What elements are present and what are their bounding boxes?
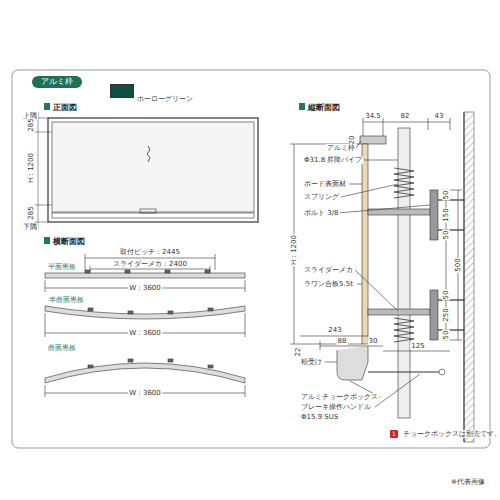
part-label: アルミチョークボックス (300, 393, 379, 401)
section-marker (299, 103, 305, 110)
part-label: Φ15.9 SUS (300, 413, 339, 421)
section-heading: 正面図 (52, 103, 78, 112)
vertical-section (290, 112, 474, 442)
part-label: ブレーキ操作ハンドル (300, 403, 372, 411)
dimension: 82 (400, 112, 411, 120)
frame-header: アルミ枠 (32, 76, 82, 88)
section-marker (44, 237, 50, 244)
dimension: 243 (327, 326, 342, 334)
board-type: 平面黒板 (47, 263, 77, 271)
dimension: H : 1200 (27, 152, 35, 184)
dimension: 50 (442, 330, 450, 341)
legend-text: ホーローグリーン (136, 95, 194, 103)
spring-coil (394, 318, 414, 342)
part-label: Φ31.8 昇降パイプ (303, 156, 363, 164)
front-view (35, 112, 258, 228)
dimension: 34.5 (364, 112, 382, 120)
spring-coil (394, 168, 414, 198)
part-label: スプリング (303, 193, 340, 201)
plan-views (45, 254, 245, 397)
dimension: H : 1200 (290, 234, 298, 266)
dimension-note: 下隅 (22, 223, 38, 231)
part-label: アルミ枠 (326, 144, 356, 152)
footnote: チョークボックスは別売です。 (402, 430, 500, 438)
note-marker: 1 (390, 430, 398, 438)
color-swatch (110, 84, 134, 98)
part-label: スライダーメカ (303, 266, 354, 274)
part-label: 粉受け (300, 358, 323, 366)
node-text: 1 (392, 430, 396, 437)
dimension: 250 (442, 307, 450, 322)
dimension: 125 (410, 342, 425, 350)
section-marker (44, 103, 50, 110)
dimension: 50 (442, 290, 450, 301)
node-text: アルミ枠 (41, 77, 73, 86)
section-heading: 横断面図 (52, 237, 86, 246)
dimension: 50 (442, 230, 450, 241)
dimension: W : 3600 (128, 389, 162, 397)
dimension: 22 (294, 347, 302, 358)
dimension: 43 (434, 112, 445, 120)
dimension: 取付ピッチ：2445 (119, 248, 181, 256)
dimension: 285 (27, 205, 35, 220)
section-heading: 縦断面図 (307, 103, 341, 112)
part-label: ボード表面材 (303, 180, 347, 188)
dimension: 30 (368, 337, 379, 345)
part-label: ボルト 3/8 (303, 209, 340, 217)
part-label: ラワン合板5.5t (303, 280, 354, 288)
board-type: 半曲面黒板 (48, 296, 85, 304)
dimension: 88 (337, 337, 348, 345)
dimension: 150 (442, 207, 450, 222)
dimension: 500 (454, 257, 462, 272)
dimension: W : 3600 (128, 329, 162, 337)
dimension: スライダーメカ：2400 (112, 260, 188, 268)
board-type: 曲面黒板 (47, 344, 77, 352)
watermark: ※代表画像 (450, 478, 486, 486)
dimension: 50 (442, 190, 450, 201)
dimension: 285 (27, 117, 35, 132)
dimension: W : 3600 (128, 284, 162, 292)
outer-frame (12, 70, 490, 448)
